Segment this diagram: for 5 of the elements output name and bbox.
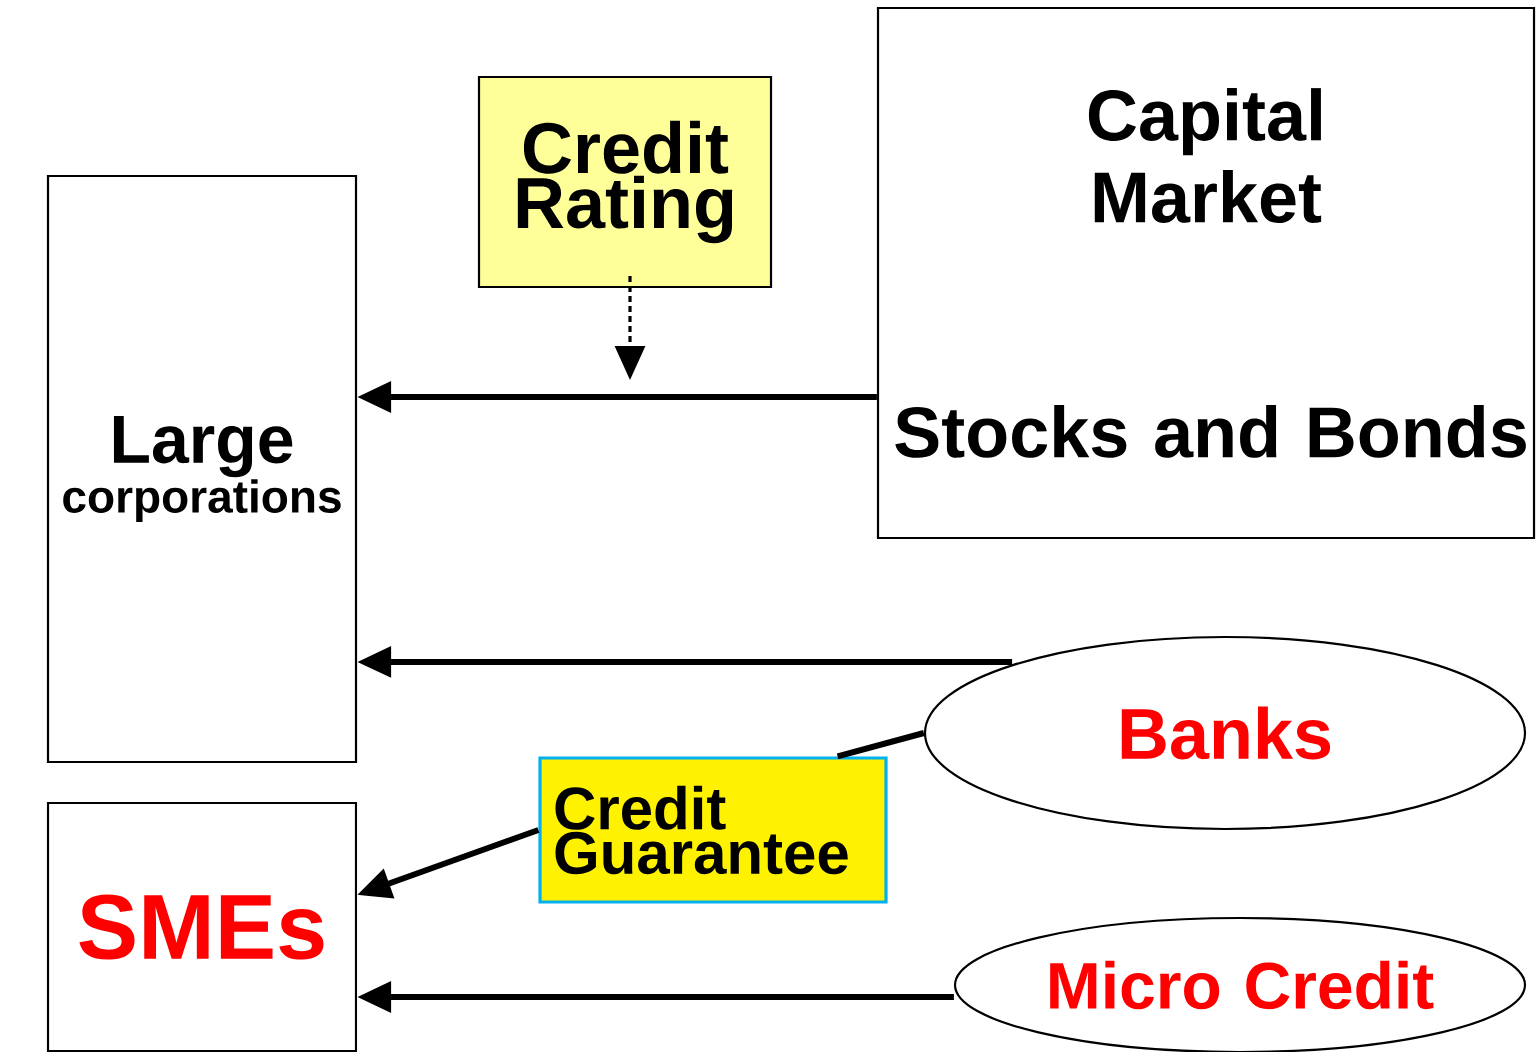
process-box: Credit Guarantee: [538, 756, 888, 904]
process-box: Large corporations: [46, 174, 358, 764]
process-box: Credit Rating: [477, 75, 773, 289]
process-box: SMEs: [46, 801, 358, 1052]
process-box: Capital Market Stocks and Bonds: [876, 6, 1536, 540]
